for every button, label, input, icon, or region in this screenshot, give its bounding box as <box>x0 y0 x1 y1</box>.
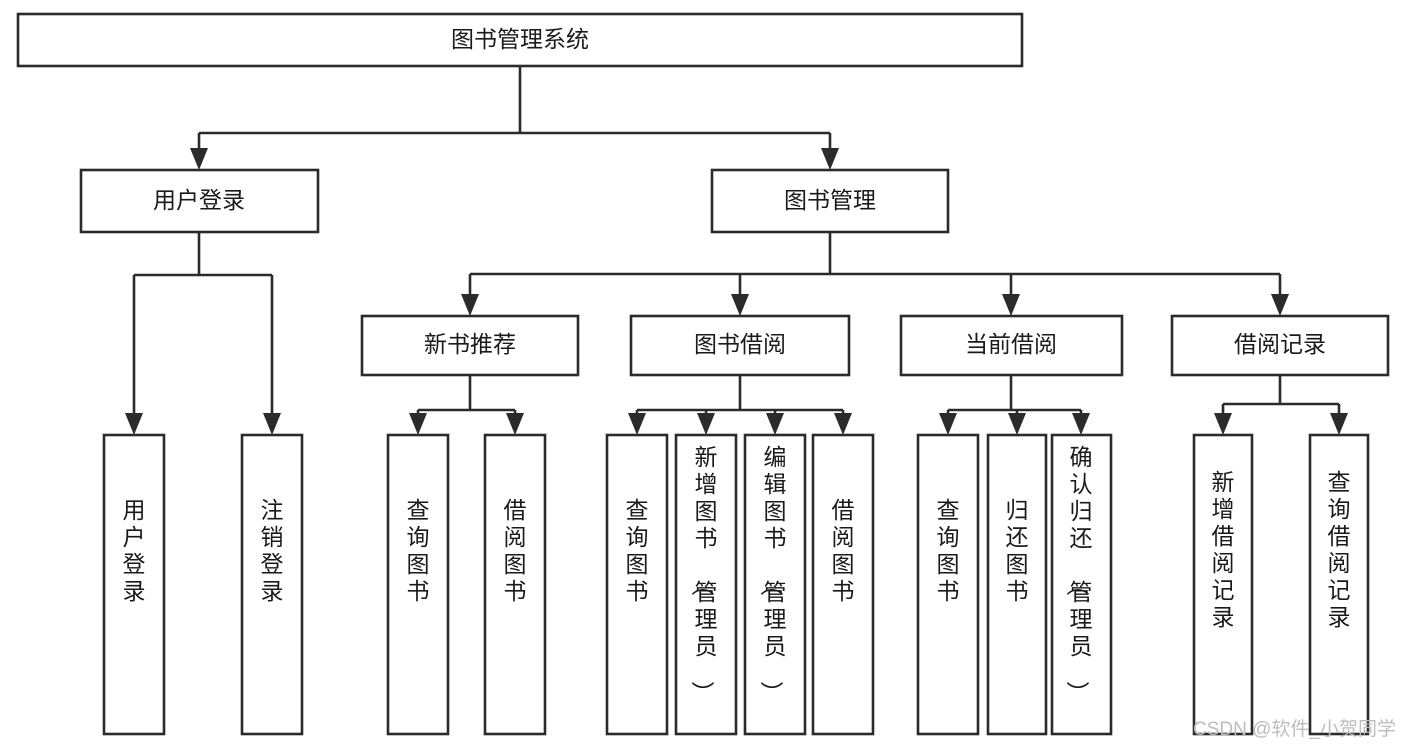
node-leaf-return-book-box[interactable] <box>986 433 1048 736</box>
node-leaf-query-record-label: 查询借阅记录 <box>1328 469 1351 630</box>
node-leaf-return-book-label: 归还图书 <box>1006 497 1029 604</box>
node-leaf-user-login-box[interactable] <box>102 433 166 736</box>
node-book-borrow[interactable]: 图书借阅 <box>629 314 851 377</box>
arrow-head-user-login <box>190 148 208 170</box>
node-leaf-user-login-label: 用户登录 <box>123 497 146 604</box>
arrow-head-leaf-query-record <box>1330 413 1348 435</box>
node-borrow-record[interactable]: 借阅记录 <box>1170 314 1390 377</box>
node-leaf-query-book-1[interactable]: 查询图书 <box>386 433 450 736</box>
node-new-book-recommend[interactable]: 新书推荐 <box>360 314 580 377</box>
arrow-head-new-book-recommend <box>461 294 479 316</box>
node-leaf-add-record-label: 新增借阅记录 <box>1212 469 1235 630</box>
node-leaf-add-record-box[interactable] <box>1192 433 1254 736</box>
node-leaf-borrow-book-2-label: 借阅图书 <box>832 497 855 604</box>
node-borrow-record-label: 借阅记录 <box>1234 331 1326 357</box>
node-leaf-query-book-2-box[interactable] <box>605 433 669 736</box>
node-book-borrow-box[interactable] <box>629 314 851 377</box>
node-leaf-query-book-2[interactable]: 查询图书 <box>605 433 669 736</box>
node-user-login[interactable]: 用户登录 <box>79 168 320 234</box>
node-leaf-query-book-3-label: 查询图书 <box>937 497 960 604</box>
node-user-login-label: 用户登录 <box>153 187 245 213</box>
connector-layer <box>125 66 1348 435</box>
arrow-head-book-manage <box>821 148 839 170</box>
node-leaf-borrow-book-1-box[interactable] <box>483 433 547 736</box>
node-leaf-user-logout-box[interactable] <box>240 433 304 736</box>
node-leaf-query-book-3[interactable]: 查询图书 <box>916 433 980 736</box>
node-leaf-return-book[interactable]: 归还图书 <box>986 433 1048 736</box>
node-leaf-borrow-book-2-box[interactable] <box>811 433 875 736</box>
arrow-head-leaf-add-book <box>697 413 715 435</box>
node-leaf-borrow-book-1-label: 借阅图书 <box>504 497 527 604</box>
arrow-head-leaf-borrow-book-2 <box>834 413 852 435</box>
arrow-head-leaf-add-record <box>1214 413 1232 435</box>
node-leaf-user-login[interactable]: 用户登录 <box>102 433 166 736</box>
arrow-head-leaf-query-book-2 <box>628 413 646 435</box>
arrow-head-borrow-record <box>1271 294 1289 316</box>
connector-user-login-to-leaves <box>132 232 274 423</box>
arrow-head-leaf-user-logout <box>263 413 281 435</box>
node-leaf-add-book[interactable]: 新增图书（管理员） <box>674 433 738 736</box>
arrow-head-book-borrow <box>731 294 749 316</box>
node-leaf-user-logout[interactable]: 注销登录 <box>240 433 304 736</box>
arrow-head-leaf-borrow-book-1 <box>506 413 524 435</box>
arrow-head-leaf-query-book-3 <box>939 413 957 435</box>
node-leaf-query-book-1-label: 查询图书 <box>407 497 430 604</box>
node-book-manage-box[interactable] <box>710 168 950 234</box>
connector-root-to-level2 <box>197 66 832 158</box>
node-root-box[interactable] <box>16 12 1024 68</box>
node-user-login-box[interactable] <box>79 168 320 234</box>
arrow-head-leaf-query-book-1 <box>409 413 427 435</box>
node-new-book-recommend-label: 新书推荐 <box>424 331 516 357</box>
arrow-head-leaf-edit-book <box>766 413 784 435</box>
node-leaf-confirm-return[interactable]: 确认归还（管理员） <box>1050 433 1113 736</box>
node-book-manage[interactable]: 图书管理 <box>710 168 950 234</box>
node-book-borrow-label: 图书借阅 <box>694 331 786 357</box>
connector-book-borrow-to-leaves <box>635 375 845 423</box>
node-new-book-recommend-box[interactable] <box>360 314 580 377</box>
node-leaf-query-book-1-box[interactable] <box>386 433 450 736</box>
node-leaf-add-record[interactable]: 新增借阅记录 <box>1192 433 1254 736</box>
node-leaf-confirm-return-label: 确认归还（管理员） <box>1065 444 1093 704</box>
node-leaf-borrow-book-2[interactable]: 借阅图书 <box>811 433 875 736</box>
node-root[interactable]: 图书管理系统 <box>16 12 1024 68</box>
node-leaf-add-book-label: 新增图书（管理员） <box>690 444 718 704</box>
node-current-borrow[interactable]: 当前借阅 <box>899 314 1124 377</box>
watermark: CSDN @软件_小贺同学 <box>1193 718 1396 740</box>
node-leaf-edit-book-box[interactable] <box>743 433 807 736</box>
connector-book-manage-to-level3 <box>468 232 1282 304</box>
node-leaf-confirm-return-box[interactable] <box>1050 433 1113 736</box>
connector-new-book-recommend-to-leaves <box>416 375 517 423</box>
connector-borrow-record-to-leaves <box>1221 375 1341 423</box>
node-leaf-add-book-box[interactable] <box>674 433 738 736</box>
node-leaf-edit-book[interactable]: 编辑图书（管理员） <box>743 433 807 736</box>
node-leaf-query-book-3-box[interactable] <box>916 433 980 736</box>
node-leaf-query-record-box[interactable] <box>1308 433 1370 736</box>
node-leaf-borrow-book-1[interactable]: 借阅图书 <box>483 433 547 736</box>
node-leaf-query-book-2-label: 查询图书 <box>626 497 649 604</box>
node-current-borrow-label: 当前借阅 <box>965 331 1057 357</box>
arrow-head-current-borrow <box>1002 294 1020 316</box>
node-root-label: 图书管理系统 <box>451 26 589 52</box>
node-leaf-user-logout-label: 注销登录 <box>261 497 284 604</box>
node-borrow-record-box[interactable] <box>1170 314 1390 377</box>
arrow-head-leaf-return-book <box>1008 413 1026 435</box>
node-leaf-query-record[interactable]: 查询借阅记录 <box>1308 433 1370 736</box>
node-book-manage-label: 图书管理 <box>784 187 876 213</box>
node-leaf-edit-book-label: 编辑图书（管理员） <box>759 444 787 704</box>
arrow-head-leaf-user-login <box>125 413 143 435</box>
node-current-borrow-box[interactable] <box>899 314 1124 377</box>
arrow-head-leaf-confirm-return <box>1072 413 1090 435</box>
